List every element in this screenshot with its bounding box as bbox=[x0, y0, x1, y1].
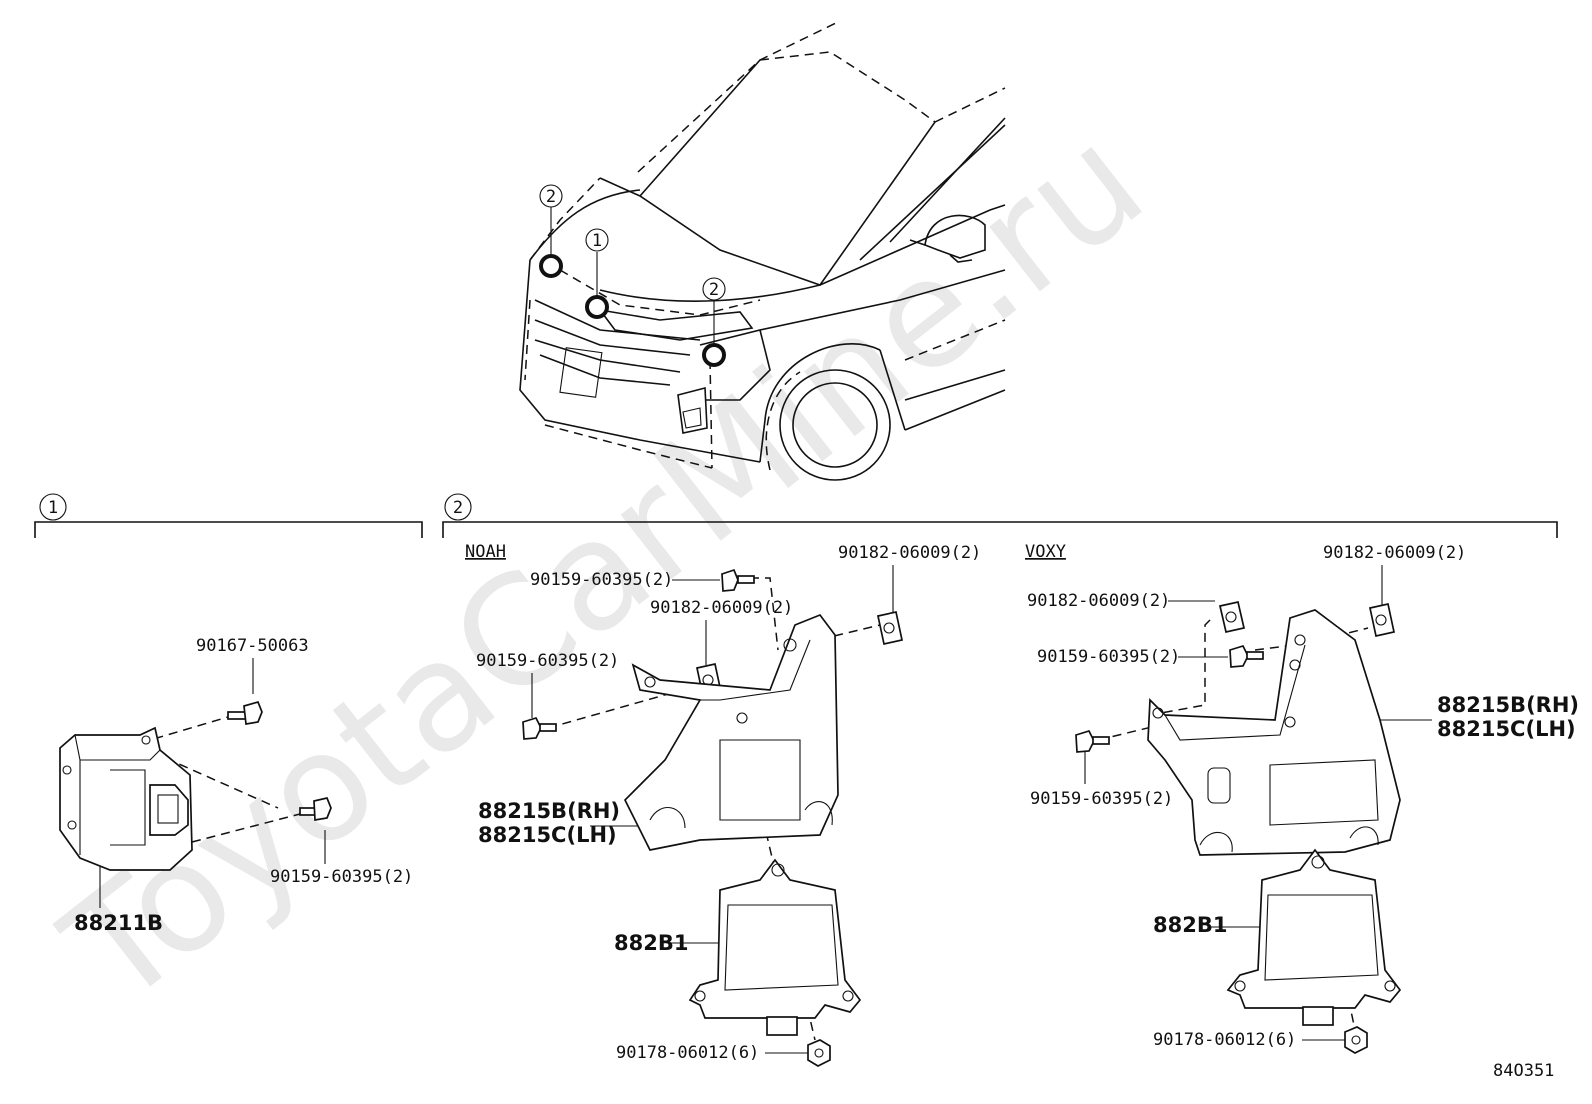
voxy-bracket-88215 bbox=[1147, 609, 1401, 856]
voxy-label-bracket-lh: 88215C(LH) bbox=[1437, 717, 1576, 741]
section-2-marker: 2 bbox=[453, 498, 463, 518]
voxy-label-bracket-rh: 88215B(RH) bbox=[1437, 693, 1579, 717]
section-1: 1 90167-50063 90159-60395(2) 88211B bbox=[34, 493, 423, 935]
label-90159-60395-s1: 90159-60395(2) bbox=[270, 867, 413, 887]
noah-title: NOAH bbox=[465, 542, 506, 562]
noah-label-bolt-upper: 90159-60395(2) bbox=[530, 570, 673, 590]
voxy-assembly: VOXY 90182-06009(2) 90182-06009(2) 90159… bbox=[1025, 542, 1579, 1054]
section-1-marker: 1 bbox=[48, 498, 58, 518]
sensor-location-1-center bbox=[585, 295, 609, 319]
noah-radar-882B1 bbox=[688, 858, 862, 1036]
voxy-label-radar: 882B1 bbox=[1153, 913, 1227, 937]
bolt-90159-60395-s1 bbox=[299, 797, 332, 821]
voxy-nut-left bbox=[1218, 600, 1246, 634]
noah-bolt-upper bbox=[721, 568, 755, 592]
voxy-nut-right bbox=[1368, 602, 1396, 638]
vehicle-front-view: 2 1 2 bbox=[519, 21, 1006, 481]
noah-label-nut-bottom: 90178-06012(6) bbox=[616, 1043, 759, 1063]
label-90167-50063: 90167-50063 bbox=[196, 636, 309, 656]
section-2-marker-circle bbox=[444, 493, 472, 521]
callout-2a: 2 bbox=[546, 187, 556, 207]
callout-circle-1 bbox=[585, 228, 609, 252]
sensor-88211B bbox=[59, 726, 193, 871]
voxy-radar-882B1 bbox=[1226, 848, 1402, 1026]
callout-circle-2a bbox=[539, 184, 563, 208]
noah-label-nut-right: 90182-06009(2) bbox=[838, 543, 981, 563]
voxy-nut-bottom bbox=[1344, 1026, 1368, 1054]
noah-nut-bottom bbox=[807, 1039, 831, 1067]
diagram-code: 84O351 bbox=[1493, 1061, 1554, 1081]
noah-assembly: NOAH 90159-60395(2) 90182-06009(2) 90182… bbox=[465, 542, 981, 1067]
section-1-marker-circle bbox=[39, 493, 67, 521]
noah-label-bolt-left: 90159-60395(2) bbox=[476, 651, 619, 671]
noah-nut-right bbox=[876, 610, 904, 646]
voxy-label-bolt-lower: 90159-60395(2) bbox=[1030, 789, 1173, 809]
noah-bolt-left bbox=[522, 716, 557, 740]
callout-1: 1 bbox=[592, 231, 602, 251]
voxy-bolt-lower bbox=[1075, 729, 1110, 753]
bolt-90167-50063 bbox=[227, 700, 263, 725]
voxy-label-bolt-center: 90159-60395(2) bbox=[1037, 647, 1180, 667]
voxy-label-nut-left: 90182-06009(2) bbox=[1027, 591, 1170, 611]
callout-2b: 2 bbox=[709, 280, 719, 300]
voxy-bolt-center bbox=[1229, 644, 1264, 668]
callout-circle-2b bbox=[702, 277, 726, 301]
noah-label-nut-center: 90182-06009(2) bbox=[650, 598, 793, 618]
sensor-location-2-left bbox=[539, 254, 563, 278]
section-1-bracket bbox=[34, 521, 423, 538]
voxy-label-nut-right: 90182-06009(2) bbox=[1323, 543, 1466, 563]
section-2: 2 bbox=[442, 493, 1558, 538]
noah-label-bracket-rh: 88215B(RH) bbox=[478, 799, 620, 823]
voxy-label-nut-bottom: 90178-06012(6) bbox=[1153, 1030, 1296, 1050]
sensor-location-2-right bbox=[702, 343, 726, 367]
voxy-title: VOXY bbox=[1025, 542, 1066, 562]
watermark: ToyotaCarMine.ru bbox=[34, 94, 1175, 1038]
section-2-bracket bbox=[442, 521, 1558, 538]
noah-bracket-88215 bbox=[623, 613, 839, 851]
label-88211B: 88211B bbox=[74, 911, 163, 935]
noah-label-bracket-lh: 88215C(LH) bbox=[478, 823, 617, 847]
